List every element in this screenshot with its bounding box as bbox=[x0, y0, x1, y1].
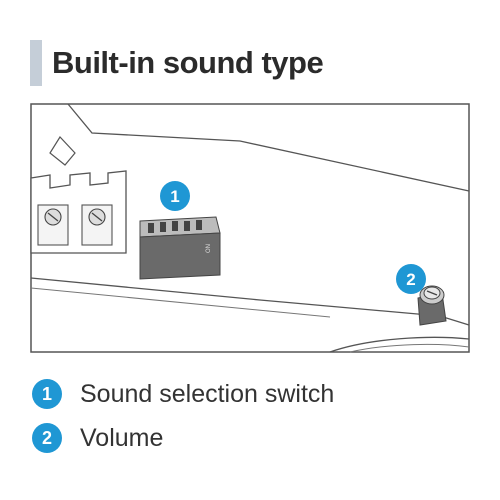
legend-item: 1 Sound selection switch bbox=[32, 376, 334, 412]
legend-label: Sound selection switch bbox=[80, 379, 335, 408]
volume-knob bbox=[417, 285, 447, 326]
dip-switch: ON bbox=[139, 216, 221, 280]
callout-2: 2 bbox=[396, 264, 426, 294]
number-badge: 1 bbox=[32, 379, 62, 409]
title-accent-bar bbox=[30, 40, 42, 86]
device-diagram: ON 1 2 bbox=[30, 103, 470, 353]
section-header: Built-in sound type bbox=[30, 38, 324, 88]
board-edge-lower bbox=[30, 287, 331, 318]
page-title: Built-in sound type bbox=[52, 45, 324, 80]
board-edge bbox=[30, 277, 470, 326]
cable-2 bbox=[349, 343, 470, 353]
legend-label: Volume bbox=[80, 423, 164, 452]
switch-marking: ON bbox=[206, 244, 212, 253]
terminal-block bbox=[30, 170, 127, 254]
svg-text:2: 2 bbox=[406, 270, 415, 289]
housing-outline bbox=[67, 103, 470, 192]
cable bbox=[329, 336, 470, 353]
legend: 1 Sound selection switch 2 Volume bbox=[32, 376, 334, 464]
svg-text:1: 1 bbox=[170, 187, 179, 206]
callout-1: 1 bbox=[160, 181, 190, 211]
number-badge: 2 bbox=[32, 423, 62, 453]
housing-notch bbox=[49, 136, 76, 166]
legend-item: 2 Volume bbox=[32, 420, 334, 456]
